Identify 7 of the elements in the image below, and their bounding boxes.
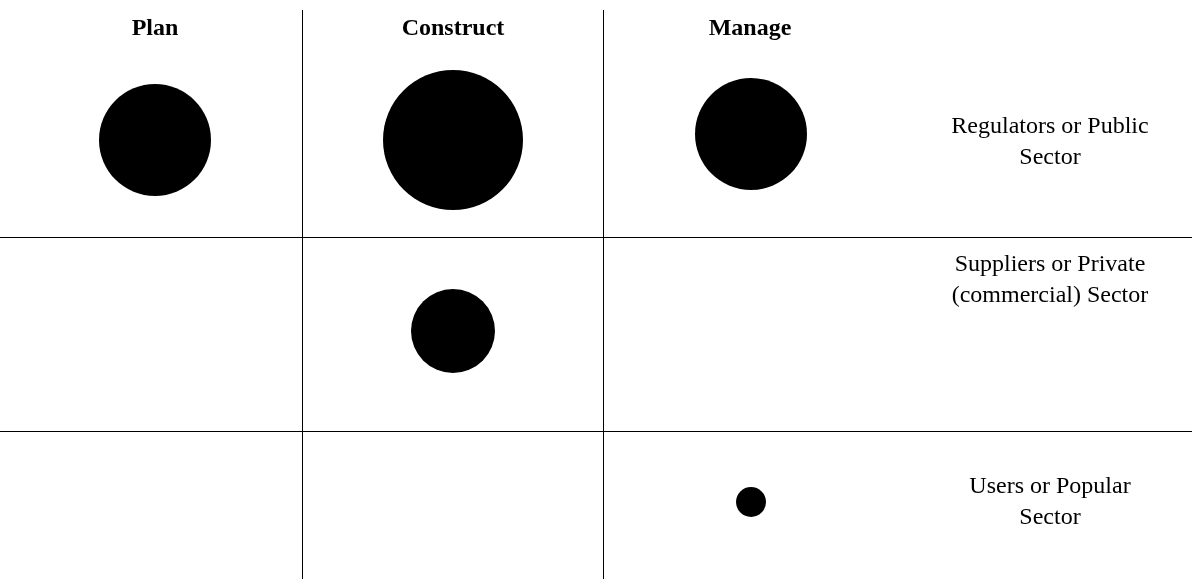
row-label: Users or Popular Sector xyxy=(969,472,1131,529)
row-label: Regulators or Public Sector xyxy=(951,112,1149,169)
column-header: Construct xyxy=(401,14,505,40)
column-header: Plan xyxy=(131,14,179,40)
column-header: Manage xyxy=(708,14,792,40)
filled-circle xyxy=(736,487,766,517)
row-label: Suppliers or Private (commercial) Sector xyxy=(951,250,1149,307)
